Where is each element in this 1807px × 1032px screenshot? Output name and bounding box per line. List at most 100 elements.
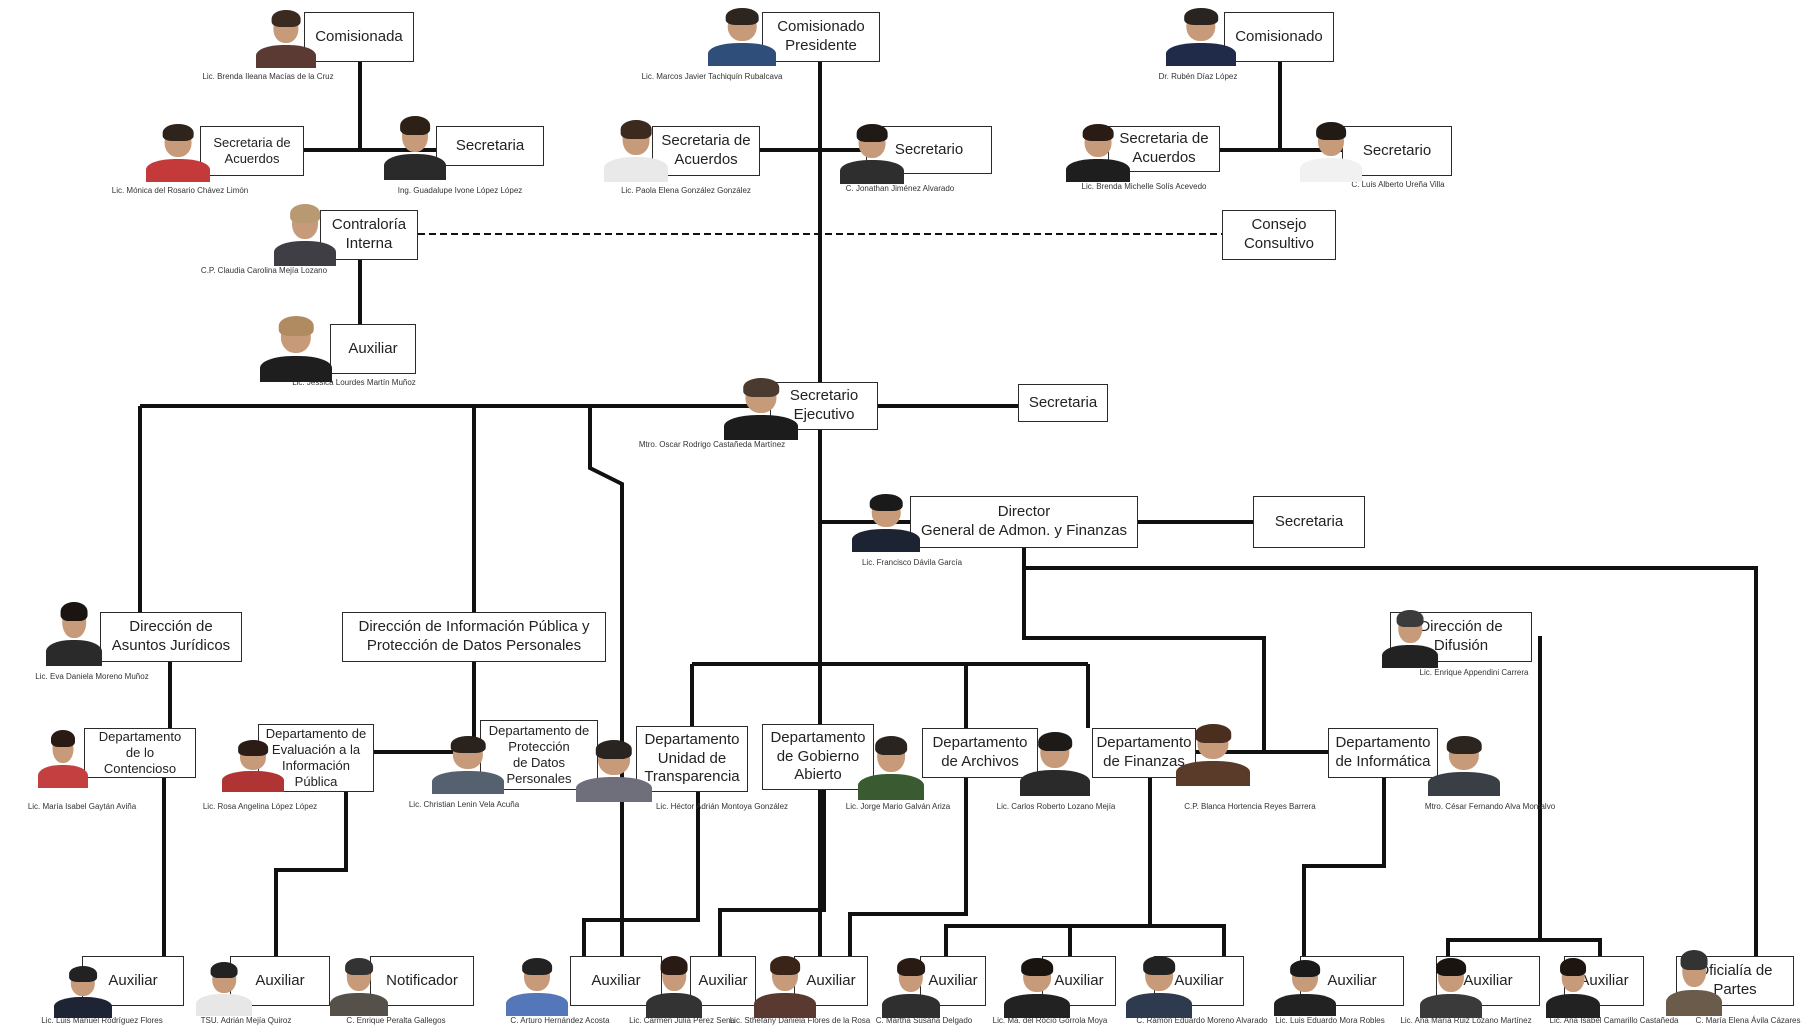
- connector-line: [1540, 938, 1602, 956]
- person-photo: [260, 316, 332, 382]
- person-photo: [1382, 610, 1438, 668]
- person-photo: [38, 730, 88, 788]
- connector-line: [274, 792, 348, 956]
- connector-line: [1022, 548, 1328, 754]
- org-box-notificador: Notificador: [370, 956, 474, 1006]
- connector-line: [588, 406, 624, 958]
- org-box-presidente: Comisionado Presidente: [762, 12, 880, 62]
- person-photo: [754, 956, 816, 1018]
- person-photo: [1020, 732, 1090, 796]
- person-photo: [576, 740, 652, 802]
- person-name-caption: C.P. Blanca Hortencia Reyes Barrera: [1184, 802, 1316, 811]
- org-box-comisionado-3: Comisionado: [1224, 12, 1334, 62]
- connector-line: [1302, 778, 1386, 956]
- person-name-caption: Lic. Francisco Dávila García: [861, 558, 963, 567]
- person-photo: [222, 740, 284, 792]
- person-photo: [432, 736, 504, 794]
- org-box-dir-juridicos: Dirección de Asuntos Jurídicos: [100, 612, 242, 662]
- person-photo: [882, 958, 940, 1018]
- connector-line: [718, 790, 826, 956]
- person-name-caption: Dr. Rubén Díaz López: [1158, 72, 1238, 81]
- org-box-comisionada-1: Comisionada: [304, 12, 414, 62]
- person-name-caption: Lic. Carlos Roberto Lozano Mejía: [996, 802, 1116, 811]
- person-photo: [384, 116, 446, 180]
- connector-line: [1446, 636, 1542, 956]
- connector-line: [582, 792, 700, 956]
- org-box-dir-informacion: Dirección de Información Pública y Prote…: [342, 612, 606, 662]
- person-photo: [1666, 950, 1722, 1016]
- person-photo: [1126, 956, 1192, 1018]
- person-name-caption: Lic. Paola Elena González González: [621, 186, 751, 195]
- person-photo: [1004, 958, 1070, 1018]
- person-name-caption: Lic. Sthefany Daniela Flores de la Rosa: [729, 1016, 871, 1025]
- person-photo: [274, 204, 336, 266]
- org-box-consejo: Consejo Consultivo: [1222, 210, 1336, 260]
- person-photo: [1166, 8, 1236, 66]
- person-name-caption: Lic. Luis Eduardo Mora Robles: [1275, 1016, 1385, 1025]
- person-photo: [1274, 960, 1336, 1016]
- connector-line: [946, 924, 1226, 956]
- person-photo: [256, 10, 316, 68]
- person-name-caption: Lic. Ana Isabel Camarillo Castañeda: [1549, 1016, 1679, 1025]
- org-box-depto-gobierno: Departamento de Gobierno Abierto: [762, 724, 874, 790]
- org-box-aux-6: Auxiliar: [920, 956, 986, 1006]
- person-name-caption: C. Enrique Peralta Gallegos: [346, 1016, 446, 1025]
- person-name-caption: TSU. Adrián Mejía Quiroz: [200, 1016, 292, 1025]
- org-box-secretario-3: Secretario: [1342, 126, 1452, 176]
- person-name-caption: Lic. Jessica Lourdes Martín Muñoz: [292, 378, 416, 387]
- person-photo: [146, 124, 210, 182]
- person-photo: [1428, 736, 1500, 796]
- person-photo: [1176, 724, 1250, 786]
- person-photo: [646, 956, 702, 1018]
- person-name-caption: Lic. Mónica del Rosario Chávez Limón: [111, 186, 249, 195]
- connector-line: [848, 778, 968, 956]
- person-name-caption: C. Luis Alberto Ureña Villa: [1351, 180, 1445, 189]
- person-name-caption: Lic. Jorge Mario Galván Ariza: [845, 802, 951, 811]
- org-box-depto-proteccion: Departamento de Protección de Datos Pers…: [480, 720, 598, 790]
- person-name-caption: C. Martha Susana Delgado: [875, 1016, 973, 1025]
- person-name-caption: C. María Elena Ávila Cázares: [1695, 1016, 1801, 1025]
- org-box-auxiliar-contraloria: Auxiliar: [330, 324, 416, 374]
- org-box-secretaria-admon: Secretaria: [1253, 496, 1365, 548]
- org-box-aux-4: Auxiliar: [690, 956, 756, 1006]
- person-name-caption: Lic. Christian Lenin Vela Acuña: [408, 800, 520, 809]
- person-name-caption: C. Arturo Hernández Acosta: [510, 1016, 610, 1025]
- person-photo: [54, 966, 112, 1018]
- person-photo: [46, 602, 102, 666]
- org-box-director-admon: Director General de Admon. y Finanzas: [910, 496, 1138, 548]
- person-name-caption: Lic. Eva Daniela Moreno Muñoz: [35, 672, 149, 681]
- person-photo: [330, 958, 388, 1016]
- person-name-caption: Ing. Guadalupe Ivone López López: [397, 186, 523, 195]
- person-name-caption: Lic. Marcos Javier Tachiquín Rubalcava: [641, 72, 783, 81]
- person-name-caption: Lic. Carmen Julia Pérez Sena: [629, 1016, 735, 1025]
- person-photo: [1420, 958, 1482, 1018]
- org-box-contraloria: Contraloría Interna: [320, 210, 418, 260]
- person-name-caption: C.P. Claudia Carolina Mejía Lozano: [200, 266, 328, 275]
- person-name-caption: Mtro. César Fernando Alva Montalvo: [1424, 802, 1556, 811]
- person-name-caption: Lic. Héctor Adrián Montoya González: [655, 802, 789, 811]
- org-box-sec-ejecutivo: Secretario Ejecutivo: [770, 382, 878, 430]
- org-box-aux-5: Auxiliar: [794, 956, 868, 1006]
- person-photo: [840, 124, 904, 184]
- org-box-sec-acuerdos-1: Secretaria de Acuerdos: [200, 126, 304, 176]
- person-name-caption: Mtro. Oscar Rodrigo Castañeda Martínez: [638, 440, 786, 449]
- person-photo: [724, 378, 798, 440]
- org-box-depto-evaluacion: Departamento de Evaluación a la Informac…: [258, 724, 374, 792]
- org-box-depto-transparencia: Departamento Unidad de Transparencia: [636, 726, 748, 792]
- person-photo: [1546, 958, 1600, 1018]
- person-name-caption: Lic. Ana María Ruiz Lozano Martínez: [1400, 1016, 1532, 1025]
- org-box-depto-informatica: Departamento de Informática: [1328, 728, 1438, 778]
- person-photo: [196, 962, 252, 1016]
- org-box-secretaria-1: Secretaria: [436, 126, 544, 166]
- person-photo: [852, 494, 920, 552]
- person-name-caption: Lic. Luis Manuel Rodríguez Flores: [41, 1016, 163, 1025]
- org-box-sec-acuerdos-2: Secretaria de Acuerdos: [652, 126, 760, 176]
- person-name-caption: Lic. Brenda Michelle Solís Acevedo: [1081, 182, 1207, 191]
- person-photo: [708, 8, 776, 66]
- org-box-depto-contencioso: Departamento de lo Contencioso: [84, 728, 196, 778]
- person-photo: [1300, 122, 1362, 182]
- org-box-aux-3: Auxiliar: [570, 956, 662, 1006]
- person-name-caption: Lic. Enrique Appendini Carrera: [1419, 668, 1529, 677]
- org-box-secretaria-ejec: Secretaria: [1018, 384, 1108, 422]
